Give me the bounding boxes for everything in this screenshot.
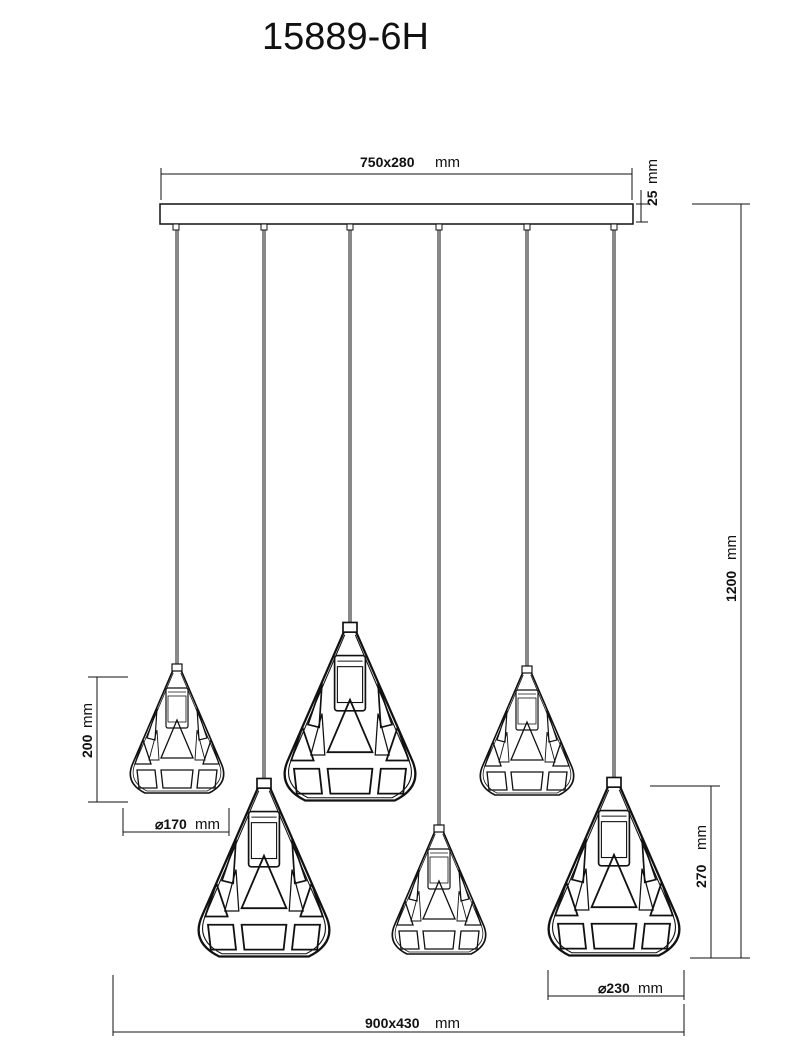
small-shade-height-unit: mm — [79, 703, 96, 728]
canopy-size-unit: mm — [435, 154, 460, 171]
cord-3 — [346, 223, 354, 625]
overall-footprint-dimension: 900x430 mm — [112, 975, 685, 1036]
small-shade-diameter-unit: mm — [195, 816, 220, 833]
canopy-width-dimension: 750x280 mm — [160, 154, 633, 200]
cord-6 — [610, 223, 618, 780]
suspension-cords — [172, 223, 618, 826]
overall-height-unit: mm — [723, 535, 740, 560]
large-shade-diameter-unit: mm — [638, 980, 663, 997]
small-shade-height-dimension: 200 mm — [79, 676, 128, 803]
pendant-shade-6 — [547, 776, 681, 957]
large-shade-diameter-dimension: ⌀230 mm — [547, 970, 685, 1000]
large-shade-height-unit: mm — [693, 825, 710, 850]
cord-4 — [435, 223, 443, 826]
cord-5 — [523, 223, 531, 667]
pendant-shade-4 — [391, 824, 487, 955]
cord-2 — [260, 223, 268, 781]
canopy-height-dimension: 25 mm — [636, 159, 661, 223]
pendant-shade-5 — [479, 665, 575, 796]
pendant-shade-2 — [197, 777, 331, 958]
large-shade-diameter-value: ⌀230 — [598, 980, 630, 996]
canopy — [159, 203, 634, 225]
overall-footprint-unit: mm — [435, 1015, 460, 1032]
canopy-height-unit: mm — [644, 159, 661, 184]
canopy-size-value: 750x280 — [360, 154, 415, 170]
small-shade-height-value: 200 — [79, 734, 95, 758]
model-number: 15889-6H — [262, 16, 429, 58]
cord-1 — [172, 223, 180, 665]
pendant-shade-3 — [283, 621, 417, 802]
canopy-height-value: 25 — [644, 190, 660, 206]
overall-footprint-value: 900x430 — [365, 1015, 420, 1031]
large-shade-height-dimension: 270 mm — [650, 785, 720, 959]
overall-height-value: 1200 — [723, 571, 739, 602]
small-shade-diameter-value: ⌀170 — [155, 816, 187, 832]
large-shade-height-value: 270 — [693, 864, 709, 888]
small-shade-diameter-dimension: ⌀170 mm — [122, 808, 230, 836]
pendant-shade-1 — [129, 663, 225, 794]
